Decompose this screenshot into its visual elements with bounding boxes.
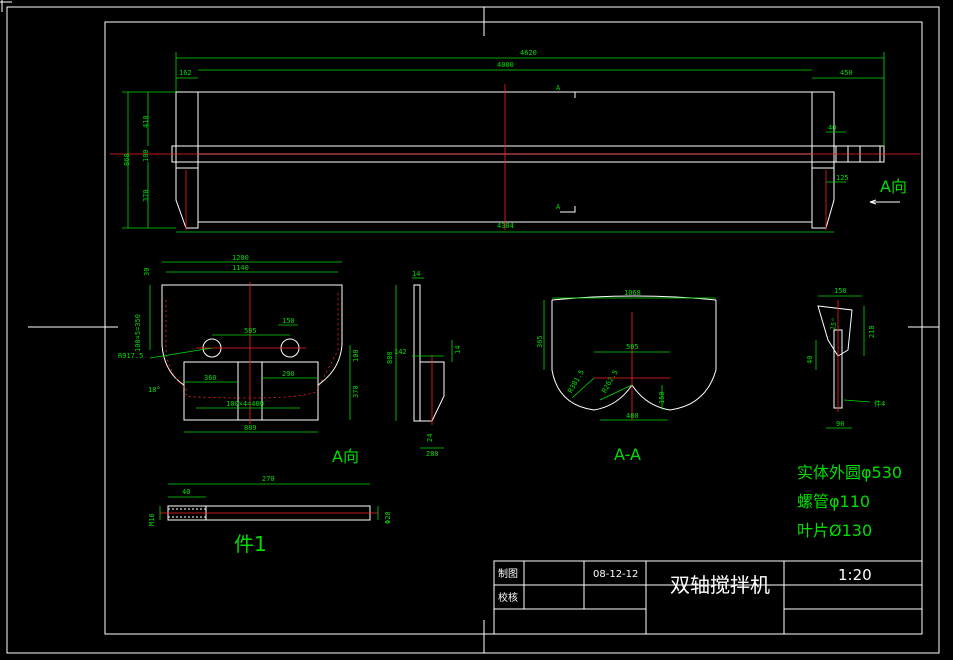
section-mark-bottom: A — [556, 203, 561, 211]
dim-505: 505 — [244, 327, 257, 335]
dim-360: 360 — [204, 374, 217, 382]
side-view: 14 880 142 14 24 280 — [386, 270, 462, 458]
view-arrow — [869, 199, 900, 205]
view-label-a-end: A向 — [332, 447, 359, 466]
drawn-label: 制图 — [498, 567, 518, 580]
dim-1200: 1200 — [232, 254, 249, 262]
dim-270: 270 — [262, 475, 275, 483]
note-line-1: 实体外圆φ530 — [797, 463, 902, 482]
section-marks — [560, 91, 576, 213]
dim-162: 162 — [179, 69, 192, 77]
dim-365: 365 — [536, 335, 544, 348]
dim-chain-left: 100×5=350 — [134, 314, 142, 352]
dim-4000: 4000 — [497, 61, 514, 69]
dim-r2: R262.5 — [600, 369, 620, 395]
part1-label: 件1 — [234, 532, 267, 556]
dim-125: 125 — [836, 174, 849, 182]
dim-angle: 18° — [148, 386, 161, 394]
dim-chain-bottom: 100×4=400 — [226, 400, 264, 408]
left-foot — [175, 167, 199, 229]
dim-shaft-40: 40 — [182, 488, 190, 496]
dim-370-right: 370 — [352, 385, 360, 398]
drawing-scale: 1:20 — [838, 566, 872, 584]
part4-leader — [843, 399, 871, 403]
dim-14: 14 — [412, 270, 420, 278]
dim-radius: R917.5 — [118, 352, 143, 360]
dim-450: 450 — [840, 69, 853, 77]
dim-m16: M16 — [148, 513, 156, 526]
dim-889: 889 — [244, 424, 257, 432]
dim-4384: 4384 — [497, 222, 514, 230]
dim-24: 24 — [426, 434, 434, 442]
note-line-3: 叶片Ø130 — [797, 521, 872, 540]
dim-880: 880 — [386, 351, 394, 364]
end-view: 1200 1140 30 100×5=350 505 150 R917.5 18… — [118, 254, 360, 466]
dim-142: 142 — [394, 348, 407, 356]
part1-view: 270 40 M16 Φ20 件1 — [148, 475, 392, 556]
right-foot — [811, 167, 835, 229]
dim-1068: 1068 — [624, 289, 641, 297]
radius-leader-1 — [571, 377, 595, 399]
check-label: 校核 — [498, 591, 518, 604]
dim-4620: 4620 — [520, 49, 537, 57]
dim-100: 100 — [142, 149, 150, 162]
dim-r1: R381.5 — [566, 369, 586, 395]
left-end-plate — [175, 91, 199, 169]
view-label-a-top: A向 — [880, 177, 907, 196]
dim-370: 370 — [142, 189, 150, 202]
radius-leader-2 — [599, 384, 633, 401]
dim-d20: Φ20 — [384, 511, 392, 524]
dim-150-sec: 150 — [658, 391, 666, 404]
top-view: 4620 4000 162 450 40 125 4384 860 410 10… — [110, 49, 920, 233]
dim-150: 150 — [282, 317, 295, 325]
section-view: 1068 505 480 365 R381.5 R262.5 150 A-A — [536, 289, 717, 464]
drawing-date: 08-12-12 — [593, 569, 638, 580]
note-line-2: 螺管φ110 — [797, 492, 870, 511]
dim-100-right: 100 — [352, 349, 360, 362]
corner-mark — [0, 0, 12, 12]
dim-290: 290 — [282, 370, 295, 378]
dim-blade-150: 150 — [834, 287, 847, 295]
dim-480: 480 — [626, 412, 639, 420]
side-plate — [413, 284, 421, 422]
dim-90: 90 — [836, 420, 844, 428]
dim-40-small: 40 — [828, 124, 836, 132]
dim-1140: 1140 — [232, 264, 249, 272]
dim-410: 410 — [142, 115, 150, 128]
dim-210: 210 — [868, 325, 876, 338]
notes: 实体外圆φ530 螺管φ110 叶片Ø130 — [797, 463, 902, 540]
dim-30: 30 — [143, 268, 151, 276]
section-label: A-A — [614, 445, 641, 464]
dim-blade-angle: 15° — [829, 317, 839, 331]
blade-view: 150 210 40 90 15° 件4 — [806, 287, 885, 429]
dim-blade-40: 40 — [806, 356, 814, 364]
end-frame — [183, 361, 319, 421]
dim-280: 280 — [426, 450, 439, 458]
inner-frame — [104, 21, 923, 635]
title-block: 制图 校核 08-12-12 双轴搅拌机 1:20 — [493, 560, 923, 635]
radius-leader — [149, 347, 213, 359]
side-foot — [419, 361, 445, 422]
outer-frame — [6, 6, 940, 654]
part4-label: 件4 — [874, 399, 885, 408]
drawing-title: 双轴搅拌机 — [670, 573, 770, 597]
section-mark-top: A — [556, 84, 561, 92]
dim-860: 860 — [123, 153, 131, 166]
dim-sec-505: 505 — [626, 343, 639, 351]
dim-14b: 14 — [454, 346, 462, 354]
blade-outline — [817, 305, 853, 357]
title-block-frame — [493, 560, 923, 635]
